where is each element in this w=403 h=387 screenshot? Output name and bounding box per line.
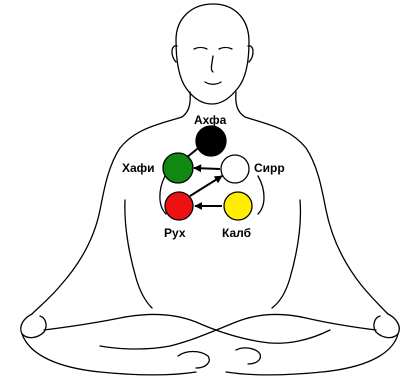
- right-foot: [236, 348, 260, 364]
- akhfa-label: Ахфа: [194, 113, 227, 127]
- right-leg: [100, 315, 376, 349]
- neck-right: [236, 92, 245, 117]
- node-akhfa: Ахфа: [194, 113, 227, 156]
- node-kalb: Калб: [222, 192, 252, 240]
- sirr-circle: [221, 155, 249, 183]
- node-khafi: Хафи: [122, 153, 193, 183]
- neck-left: [182, 92, 190, 117]
- head-outline: [176, 4, 249, 104]
- arrow-rukh-to-sirr: [190, 176, 222, 196]
- torso-right: [272, 200, 301, 308]
- khafi-label: Хафи: [122, 161, 155, 175]
- arrow-sirr-to-khafi: [194, 168, 220, 169]
- right-shoulder-arm: [245, 117, 388, 314]
- rukh-circle: [165, 192, 193, 220]
- right-eye: [219, 48, 232, 50]
- right-hand: [374, 314, 399, 338]
- torso-left: [125, 200, 152, 308]
- left-hand: [21, 314, 46, 338]
- left-leg: [44, 315, 330, 344]
- mouth: [205, 82, 221, 84]
- kalb-label: Калб: [222, 226, 251, 240]
- khafi-circle: [163, 153, 193, 183]
- left-eye: [194, 48, 207, 50]
- left-foot: [178, 352, 209, 369]
- node-sirr: Сирр: [221, 155, 285, 183]
- node-rukh: Рух: [164, 192, 193, 240]
- left-shoulder-arm: [32, 117, 182, 314]
- nose: [211, 56, 213, 72]
- kalb-circle: [224, 192, 252, 220]
- rukh-label: Рух: [164, 226, 186, 240]
- sirr-label: Сирр: [254, 161, 285, 175]
- meditating-figure: [21, 4, 400, 375]
- lower-left-contour: [22, 334, 196, 375]
- chest-right: [258, 176, 264, 214]
- akhfa-circle: [196, 126, 226, 156]
